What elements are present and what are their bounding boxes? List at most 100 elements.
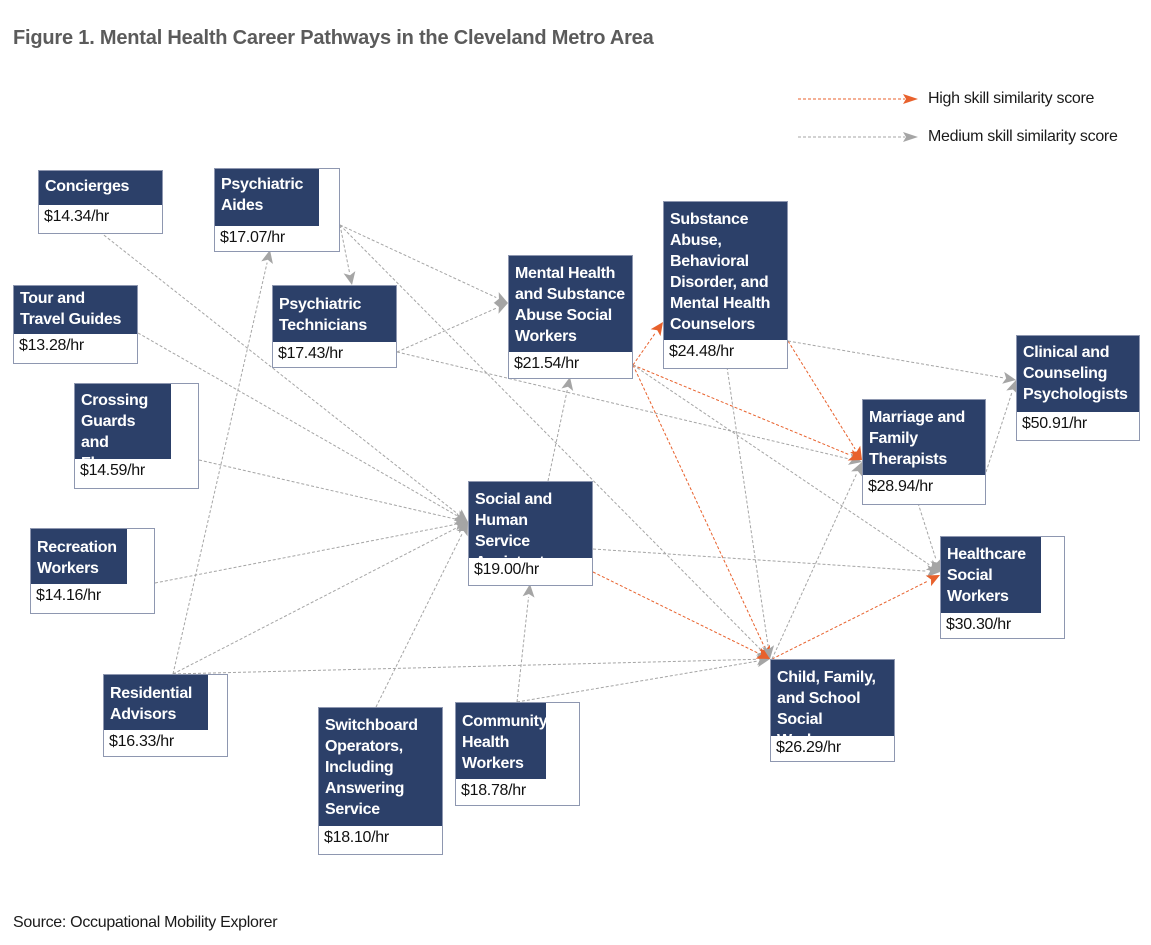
edge-line [771,580,929,660]
node-title: Recreation Workers [31,529,127,584]
node-wage: $18.78/hr [461,782,526,799]
edge-arrowhead [493,302,508,314]
node-community-health-workers[interactable]: Community Health Workers $18.78/hr [455,702,580,806]
node-recreation-workers[interactable]: Recreation Workers $14.16/hr [30,528,155,614]
node-wage: $19.00/hr [474,561,539,578]
source-note: Source: Occupational Mobility Explorer [13,914,278,931]
edge-arrowhead [762,645,775,659]
edge-arrowhead [522,584,535,598]
edge-crossing_guards-to-shsa [198,459,468,525]
edge-arrowhead [453,522,468,534]
legend-item-medium: Medium skill similarity score [797,127,1118,147]
edge-shsa-to-cfs_sw [592,571,770,659]
edge-psych_aides-to-psych_techs [339,224,356,285]
edge-arrowhead [456,522,468,537]
edge-mft-to-healthcare_sw [917,502,942,572]
edge-cfs_sw-to-healthcare_sw [771,575,940,660]
node-title: Healthcare Social Workers [941,537,1041,613]
edge-arrowhead [930,557,942,572]
edge-line [787,340,856,450]
edge-line [99,231,459,515]
edge-arrowhead [926,565,940,578]
edge-shsa-to-mhsa_sw [547,377,574,482]
edge-mhsa_sw-to-mft [632,364,862,461]
edge-line [632,364,930,566]
edge-line [172,262,268,675]
node-title: Psychiatric Technicians [273,286,396,342]
node-wage: $28.94/hr [868,478,933,495]
edge-sa_counselors-to-mft [787,340,862,460]
edge-line [137,332,457,516]
node-wage: $21.54/hr [514,355,579,372]
edge-sa_counselors-to-cfs_sw [726,366,775,659]
node-title: Substance Abuse, Behavioral Disorder, an… [664,202,787,340]
node-tour-travel-guides[interactable]: Tour and Travel Guides $13.28/hr [13,285,138,364]
node-wage: $14.16/hr [36,587,101,604]
node-title: Clinical and Counseling Psychologists [1017,336,1139,412]
node-wage: $50.91/hr [1022,415,1087,432]
node-title: Psychiatric Aides [215,169,319,226]
edge-residential-to-cfs_sw [172,653,770,675]
edge-line [592,548,928,572]
edge-line [516,596,530,703]
node-title: Child, Family, and School Social Workers [771,660,894,749]
node-title: Marriage and Family Therapists [863,400,985,475]
node-social-human-service-assistants[interactable]: Social and Human Service Assistants $19.… [468,481,593,586]
node-mental-health-sa-social-workers[interactable]: Mental Health and Substance Abuse Social… [508,255,633,379]
edge-residential-to-shsa [172,522,468,675]
edge-line [375,533,463,708]
edge-arrowhead [261,250,273,265]
node-title: Residential Advisors [104,675,208,730]
edge-arrowhead [561,377,574,391]
edge-switchboard-to-shsa [375,522,468,708]
node-substance-abuse-counselors[interactable]: Substance Abuse, Behavioral Disorder, an… [663,201,788,369]
edge-recreation-to-shsa [154,518,468,584]
edge-line [172,658,758,675]
edge-shsa-to-healthcare_sw [592,548,940,578]
node-child-family-school-social-workers[interactable]: Child, Family, and School Social Workers… [770,659,895,762]
edge-arrowhead [453,510,468,522]
edge-line [632,364,851,456]
node-concierges[interactable]: Concierges $14.34/hr [38,170,163,234]
node-title: Community Health Workers [456,703,548,779]
node-switchboard-operators[interactable]: Switchboard Operators, Including Answeri… [318,707,443,855]
node-wage: $14.59/hr [80,462,145,479]
edge-cfs_sw-to-mft [771,462,863,660]
node-wage: $13.28/hr [19,337,84,354]
edge-line [198,459,456,520]
node-title: Switchboard Operators, Including Answeri… [319,708,442,826]
edge-arrowhead [755,647,770,659]
node-wage: $18.10/hr [324,829,389,846]
node-title: Concierges [39,171,162,205]
edge-line [985,392,1013,473]
edge-line [154,523,456,584]
edge-line [771,473,858,660]
node-clinical-counseling-psychologists[interactable]: Clinical and Counseling Psychologists $5… [1016,335,1140,441]
edge-residential-to-psych_aides [172,250,273,675]
edge-tour_guides-to-shsa [137,332,468,522]
legend-item-high: High skill similarity score [797,89,1094,109]
edge-arrowhead [1002,371,1016,384]
edge-mhsa_sw-to-cfs_sw [632,364,770,659]
edge-arrowhead [650,322,663,337]
node-title: Tour and Travel Guides [14,286,137,334]
node-wage: $17.07/hr [220,229,285,246]
node-psychiatric-aides[interactable]: Psychiatric Aides $17.07/hr [214,168,340,252]
node-title: Mental Health and Substance Abuse Social… [509,256,632,352]
node-crossing-guards[interactable]: Crossing Guards and Flaggers $14.59/hr [74,383,199,489]
edge-line [592,571,759,654]
legend-label-medium: Medium skill similarity score [928,128,1118,145]
node-title: Social and Human Service Assistants [469,482,592,571]
edge-line [339,224,497,298]
edge-arrowhead [925,575,940,587]
figure-title: Figure 1. Mental Health Career Pathways … [13,27,654,49]
edge-line [632,364,765,648]
node-residential-advisors[interactable]: Residential Advisors $16.33/hr [103,674,228,757]
node-healthcare-social-workers[interactable]: Healthcare Social Workers $30.30/hr [940,536,1065,639]
edge-sa_counselors-to-psychologists [787,340,1016,384]
high-arrow-icon [798,94,918,104]
node-marriage-family-therapists[interactable]: Marriage and Family Therapists $28.94/hr [862,399,986,505]
node-psychiatric-technicians[interactable]: Psychiatric Technicians $17.43/hr [272,285,397,368]
legend-label-high: High skill similarity score [928,90,1095,107]
